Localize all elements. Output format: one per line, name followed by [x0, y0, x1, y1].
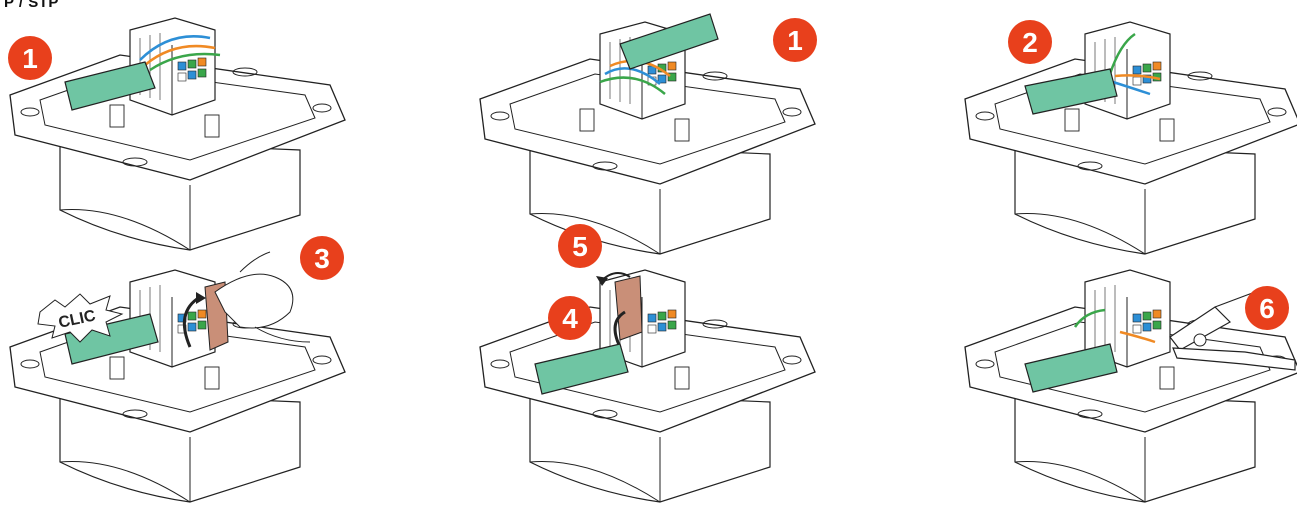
- cable: [64, 313, 159, 365]
- svg-text:5: 5: [572, 231, 588, 262]
- wires: [1073, 308, 1156, 344]
- cable: [1024, 68, 1118, 115]
- svg-text:4: 4: [562, 303, 578, 334]
- step-badge: 1: [8, 36, 52, 80]
- cable: [619, 13, 719, 70]
- svg-text:2: 2: [1022, 27, 1038, 58]
- step-badge: 1: [773, 18, 817, 62]
- cable: [1024, 343, 1118, 393]
- step-panel-5: 4 5: [470, 224, 830, 512]
- svg-text:1: 1: [787, 25, 803, 56]
- step-panel-6: 6: [955, 252, 1297, 512]
- wires: [1108, 32, 1161, 96]
- step-badge: 5: [558, 224, 602, 268]
- step-badge: 6: [1245, 286, 1289, 330]
- cutter-pliers: [1169, 291, 1296, 371]
- svg-text:1: 1: [22, 43, 38, 74]
- cover-flap: [614, 275, 643, 341]
- step-badge-secondary: 4: [548, 296, 592, 340]
- step-panel-2: 1: [470, 4, 830, 264]
- step-panel-1: 1: [0, 0, 360, 260]
- hand: [214, 273, 294, 329]
- step-badge: 3: [300, 236, 344, 280]
- step-panel-3: 2: [955, 4, 1297, 264]
- step-badge: 2: [1008, 20, 1052, 64]
- svg-text:3: 3: [314, 243, 330, 274]
- close-arrow: [613, 310, 626, 348]
- wires: [139, 35, 221, 72]
- cable: [64, 61, 156, 111]
- page-title: P / STP: [4, 0, 59, 11]
- svg-text:6: 6: [1259, 293, 1275, 324]
- cable: [534, 343, 629, 395]
- step-panel-4: CLIC 3: [0, 236, 360, 512]
- clic-burst: CLIC: [37, 293, 124, 343]
